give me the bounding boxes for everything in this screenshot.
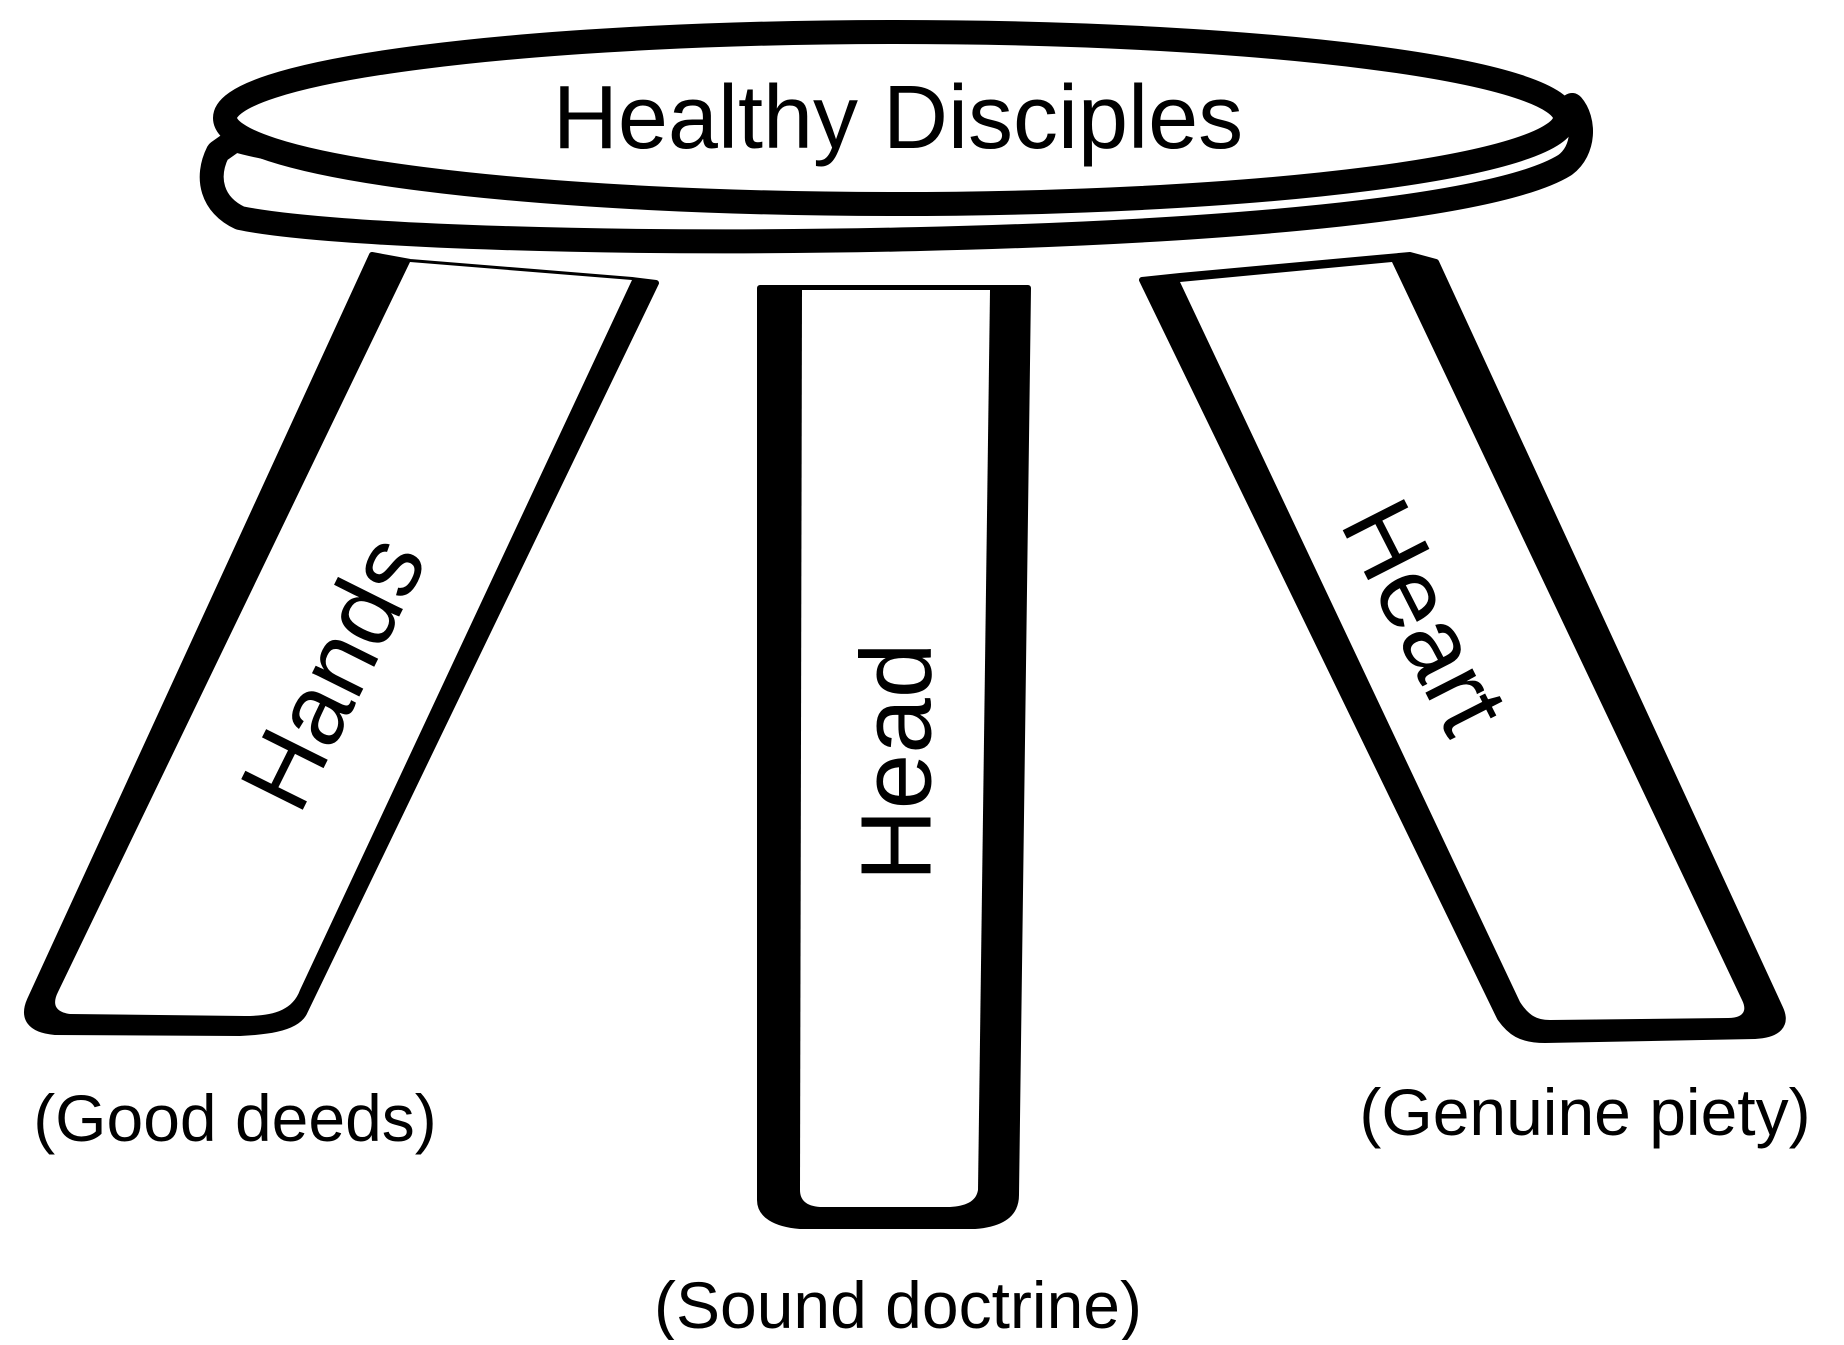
caption-sound-doctrine: (Sound doctrine): [654, 1268, 1142, 1340]
leg-head: Head: [760, 288, 1028, 1226]
seat-label: Healthy Disciples: [553, 68, 1243, 168]
caption-good-deeds: (Good deeds): [33, 1081, 437, 1155]
caption-genuine-piety: (Genuine piety): [1359, 1075, 1810, 1149]
seat: Healthy Disciples: [225, 32, 1565, 204]
leg-label-head: Head: [840, 642, 952, 881]
leg-hands: Hands: [27, 255, 656, 1033]
leg-heart: Heart: [1142, 255, 1783, 1040]
